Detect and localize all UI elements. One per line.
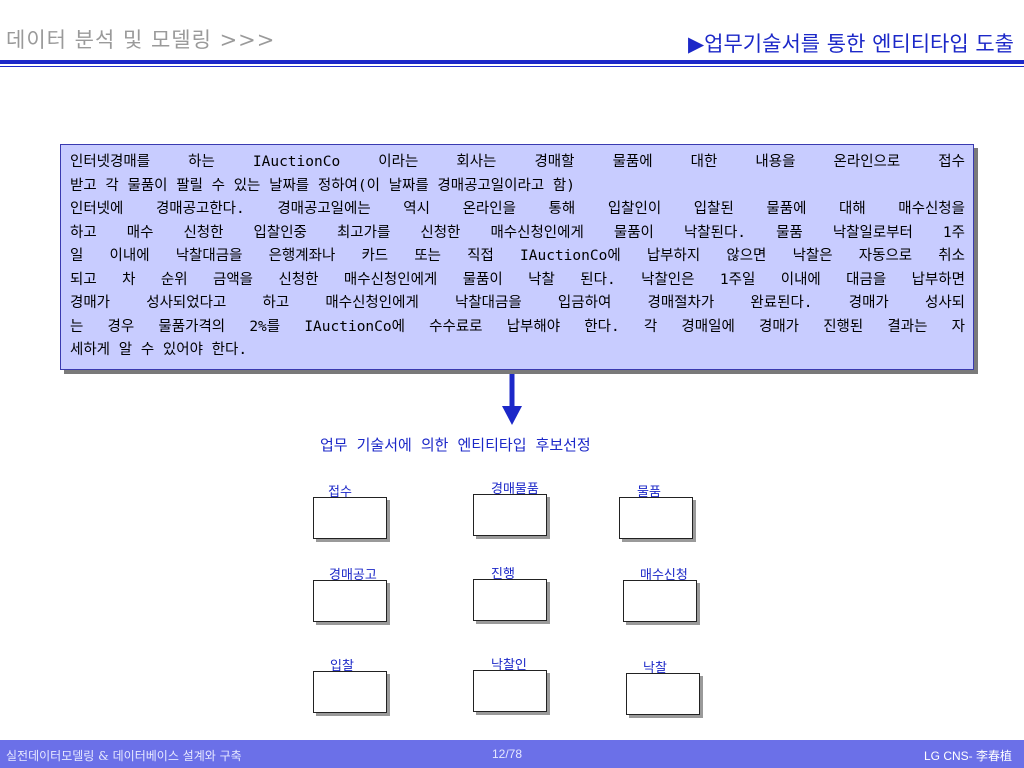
footer-course-title: 실전데이터모델링 & 데이터베이스 설계와 구축: [6, 749, 242, 763]
description-line: 인터넷에 경매공고한다. 경매공고일에는 역시 온라인을 통해 입찰인이 입찰된…: [70, 201, 965, 217]
entity-box-auction-item: [473, 494, 547, 536]
description-line: 세하게 알 수 있어야 한다.: [70, 342, 248, 358]
entity-box-winning-bid: [626, 673, 700, 715]
description-line: 경매가 성사되었다고 하고 매수신청인에게 낙찰대금을 입금하여 경매절차가 완…: [70, 295, 965, 311]
header-rule: [0, 60, 1024, 64]
slide-title: ▶업무기술서를 통한 엔티티타입 도출: [688, 32, 1014, 56]
arrow-down-icon: [502, 374, 522, 425]
description-line: 일 이내에 낙찰대금을 은행계좌나 카드 또는 직접 IAuctionCo에 납…: [70, 248, 965, 264]
description-line: 되고 차 순위 금액을 신청한 매수신청인에게 물품이 낙찰 된다. 낙찰인은 …: [70, 271, 965, 288]
header-rule-thin: [0, 66, 1024, 67]
entity-box-bid: [313, 671, 387, 713]
entity-candidates-title: 업무 기술서에 의한 엔티티타입 후보선정: [320, 436, 591, 454]
description-line: 인터넷경매를 하는 IAuctionCo 이라는 회사는 경매할 물품에 대한 …: [70, 154, 965, 170]
entity-label-auction-item: 경매물품: [491, 482, 539, 497]
entity-box-winning-bidder: [473, 670, 547, 712]
entity-box-item: [619, 497, 693, 539]
description-line: 받고 각 물품이 팔릴 수 있는 날짜를 정하여(이 날짜를 경매공고일이라고 …: [70, 177, 575, 194]
entity-label-reception: 접수: [328, 485, 352, 500]
business-description-box: 인터넷경매를 하는 IAuctionCo 이라는 회사는 경매할 물품에 대한 …: [60, 144, 974, 370]
entity-label-bid: 입찰: [330, 659, 354, 674]
entity-label-item: 물품: [637, 485, 661, 500]
entity-box-reception: [313, 497, 387, 539]
section-title: 데이터 분석 및 모델링 >>>: [6, 28, 276, 52]
entity-label-progress: 진행: [491, 567, 515, 582]
page-number: 12/78: [492, 747, 523, 761]
entity-box-purchase-request: [623, 580, 697, 622]
entity-box-auction-notice: [313, 580, 387, 622]
entity-box-progress: [473, 579, 547, 621]
entity-label-purchase-request: 매수신청: [640, 568, 688, 583]
footer-author: LG CNS- 李春植: [923, 749, 1012, 763]
footer-bar: [0, 740, 1024, 768]
description-line: 하고 매수 신청한 입찰인중 최고가를 신청한 매수신청인에게 물품이 낙찰된다…: [70, 224, 965, 241]
description-line: 는 경우 물품가격의 2%를 IAuctionCo에 수수료로 납부해야 한다.…: [70, 318, 965, 335]
entity-label-winning-bidder: 낙찰인: [491, 658, 527, 673]
entity-label-auction-notice: 경매공고: [329, 568, 377, 583]
entity-label-winning-bid: 낙찰: [643, 661, 667, 676]
